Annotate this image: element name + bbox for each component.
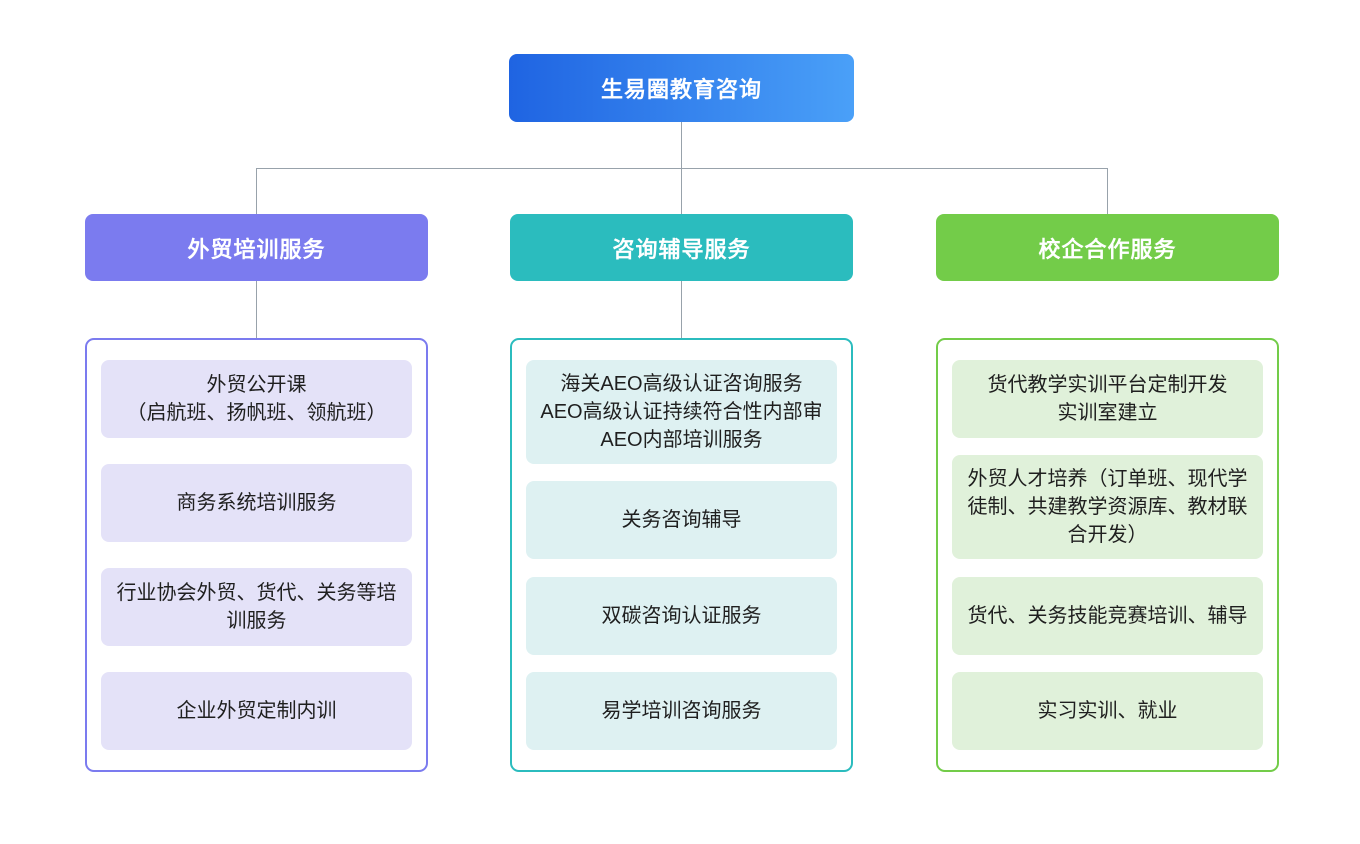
node-item: 商务系统培训服务 xyxy=(101,464,412,542)
node-item: 外贸公开课 （启航班、扬帆班、领航班） xyxy=(101,360,412,438)
node-item: 实习实训、就业 xyxy=(952,671,1263,750)
node-item: 货代教学实训平台定制开发 实训室建立 xyxy=(952,360,1263,438)
connector-drop-branch-1 xyxy=(681,168,682,214)
branch-group-consulting-coaching: 海关AEO高级认证咨询服务 AEO高级认证持续符合性内部审 AEO内部培训服务 … xyxy=(510,338,853,772)
connector-drop-branch-0 xyxy=(256,168,257,214)
branch-group-school-enterprise-cooperation: 货代教学实训平台定制开发 实训室建立 外贸人才培养（订单班、现代学徒制、共建教学… xyxy=(936,338,1279,772)
node-item: 外贸人才培养（订单班、现代学徒制、共建教学资源库、教材联合开发） xyxy=(952,455,1263,560)
node-item: 海关AEO高级认证咨询服务 AEO高级认证持续符合性内部审 AEO内部培训服务 xyxy=(526,360,837,464)
connector-drop-branch-2 xyxy=(1107,168,1108,215)
node-item: 关务咨询辅导 xyxy=(526,481,837,560)
node-item: 企业外贸定制内训 xyxy=(101,672,412,750)
node-item: 易学培训咨询服务 xyxy=(526,671,837,750)
root-node: 生易圈教育咨询 xyxy=(509,54,854,122)
connector-stem-branch-0-group xyxy=(256,281,257,338)
node-item: 行业协会外贸、货代、关务等培训服务 xyxy=(101,568,412,646)
connector-stem-branch-1-group xyxy=(681,281,682,338)
connector-horizontal-rail xyxy=(256,168,1108,169)
branch-group-foreign-trade-training: 外贸公开课 （启航班、扬帆班、领航班） 商务系统培训服务 行业协会外贸、货代、关… xyxy=(85,338,428,772)
connector-root-stem xyxy=(681,122,682,168)
branch-header-consulting-coaching: 咨询辅导服务 xyxy=(510,214,853,281)
node-item: 双碳咨询认证服务 xyxy=(526,576,837,655)
branch-header-foreign-trade-training: 外贸培训服务 xyxy=(85,214,428,281)
node-item: 货代、关务技能竞赛培训、辅导 xyxy=(952,576,1263,655)
branch-header-school-enterprise-cooperation: 校企合作服务 xyxy=(936,214,1279,281)
